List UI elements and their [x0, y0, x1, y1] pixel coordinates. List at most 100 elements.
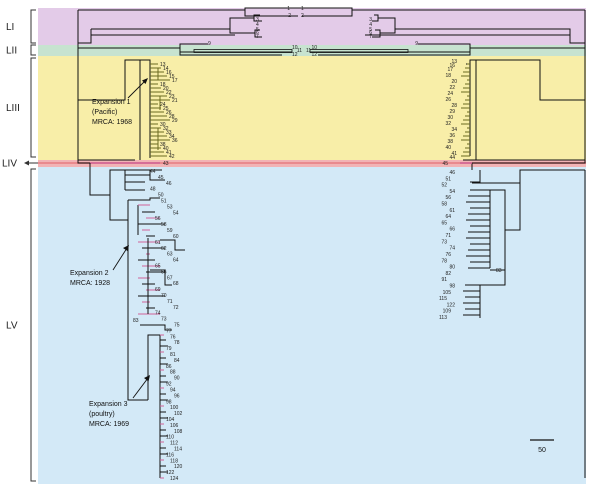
right-tip-label: 38 [447, 139, 453, 145]
left-tip-label: 92 [166, 382, 172, 388]
branch [374, 14, 379, 18]
left-tip-label: 21 [172, 98, 178, 104]
left-tip-label: 64 [173, 258, 179, 264]
left-tip-label: 5 [256, 27, 259, 33]
right-tip-label: 40 [445, 145, 451, 151]
left-tip-label: 62 [161, 246, 167, 252]
left-tip-label: 45 [158, 175, 164, 181]
left-tip-label: 120 [174, 464, 183, 470]
expansion3-label: (poultry) [89, 411, 115, 418]
branch [302, 10, 353, 17]
right-tip-label: 28 [451, 103, 457, 109]
left-tip-label: 77 [166, 328, 172, 334]
bracket-LI [30, 9, 36, 44]
right-tip-label: 51 [445, 176, 451, 182]
left-tip-label: 26 [166, 110, 172, 116]
branch [150, 269, 172, 286]
right-tip-label: 5 [369, 27, 372, 33]
branch [78, 59, 140, 101]
left-tip-label: 100 [170, 405, 179, 411]
left-tip-label: 50 [158, 193, 164, 199]
left-tip-label: 22 [166, 90, 172, 96]
left-tip-label: 25 [163, 106, 169, 112]
left-tip-label: 60 [173, 234, 179, 240]
branch [476, 59, 585, 101]
right-tip-label: 9 [415, 41, 418, 47]
left-tip-label: 17 [172, 78, 178, 84]
expansion2-label: Expansion 2 [70, 270, 109, 277]
left-tip-label: 96 [174, 393, 180, 399]
branch [244, 7, 300, 10]
bracket-LV [30, 168, 36, 482]
right-tip-label: 56 [445, 195, 451, 201]
lineage-label-LIII: LIII [6, 103, 20, 114]
right-tip-label: 109 [443, 309, 452, 315]
right-tip-label: 30 [447, 115, 453, 121]
right-tip-label: 3 [369, 17, 372, 23]
left-tip-label: 16 [166, 70, 172, 76]
lineage-label-LV: LV [6, 321, 18, 332]
right-tip-label: 46 [449, 170, 455, 176]
right-tip-label: 45 [442, 161, 448, 167]
left-tip-label: 98 [166, 399, 172, 405]
right-tip-label: 66 [449, 227, 455, 233]
right-tip-label: 61 [449, 208, 455, 214]
expansion3-label: MRCA: 1969 [89, 421, 129, 428]
right-tip-label: 22 [449, 85, 455, 91]
right-tip-label: 71 [445, 233, 451, 239]
left-tip-label: 23 [169, 94, 175, 100]
expansion1-label: Expansion 1 [92, 99, 131, 106]
right-tip-label: 17 [447, 67, 453, 73]
bracket-LII [30, 44, 36, 56]
left-tip-label: 79 [166, 346, 172, 352]
left-tip-label: 118 [170, 458, 178, 464]
left-tip-label: 75 [174, 323, 180, 329]
left-tip-label: 116 [166, 452, 174, 458]
left-tip-label: 69 [155, 287, 161, 293]
left-tip-label: 1 [301, 6, 304, 12]
left-tip-label: 48 [150, 187, 156, 193]
left-tip-label: 72 [173, 305, 179, 311]
expansion1-label: (Pacific) [92, 109, 117, 116]
left-tip-label: 74 [155, 311, 161, 317]
branch [140, 324, 172, 331]
branch [365, 29, 571, 36]
branch [253, 14, 260, 18]
right-tip-label: 105 [443, 290, 452, 296]
right-tip-label: 1 [287, 6, 290, 12]
branch [480, 270, 506, 286]
left-tip-label: 65 [155, 263, 161, 269]
left-tip-label: 76 [170, 334, 176, 340]
right-tip-label: 7 [369, 34, 372, 40]
internal-node-83-left: 83 [133, 318, 139, 324]
right-tip-label: 80 [449, 265, 455, 271]
expansion2-arrow [112, 247, 128, 271]
left-tip-label: 104 [166, 417, 175, 423]
branch-box [193, 49, 293, 53]
left-tip-label: 78 [174, 340, 180, 346]
left-tip-label: 15 [169, 74, 175, 80]
right-tip-label: 82 [445, 271, 451, 277]
right-tip-label: 98 [449, 283, 455, 289]
left-tip-label: 10 [292, 45, 298, 51]
lineage-label-LI: LI [6, 22, 14, 33]
branch [127, 330, 148, 401]
right-tip-label: 78 [441, 258, 447, 264]
branch [472, 160, 586, 164]
branch [244, 10, 298, 17]
branch [254, 33, 262, 38]
left-tip-label: 84 [174, 358, 180, 364]
right-tip-label: 6 [369, 30, 372, 36]
right-tip-label: 36 [449, 133, 455, 139]
expansion3-label: Expansion 3 [89, 401, 128, 408]
right-tip-label: 34 [451, 127, 457, 133]
right-tip-label: 20 [451, 79, 457, 85]
left-tip-label: 90 [174, 376, 180, 382]
bracket-LIII [30, 57, 36, 158]
left-tip-label: 12 [292, 52, 298, 58]
right-tip-label: 4 [369, 22, 372, 28]
right-tip-label: 29 [449, 109, 455, 115]
left-tip-label: 44 [150, 169, 156, 175]
expansion3-arrowhead [144, 375, 150, 382]
